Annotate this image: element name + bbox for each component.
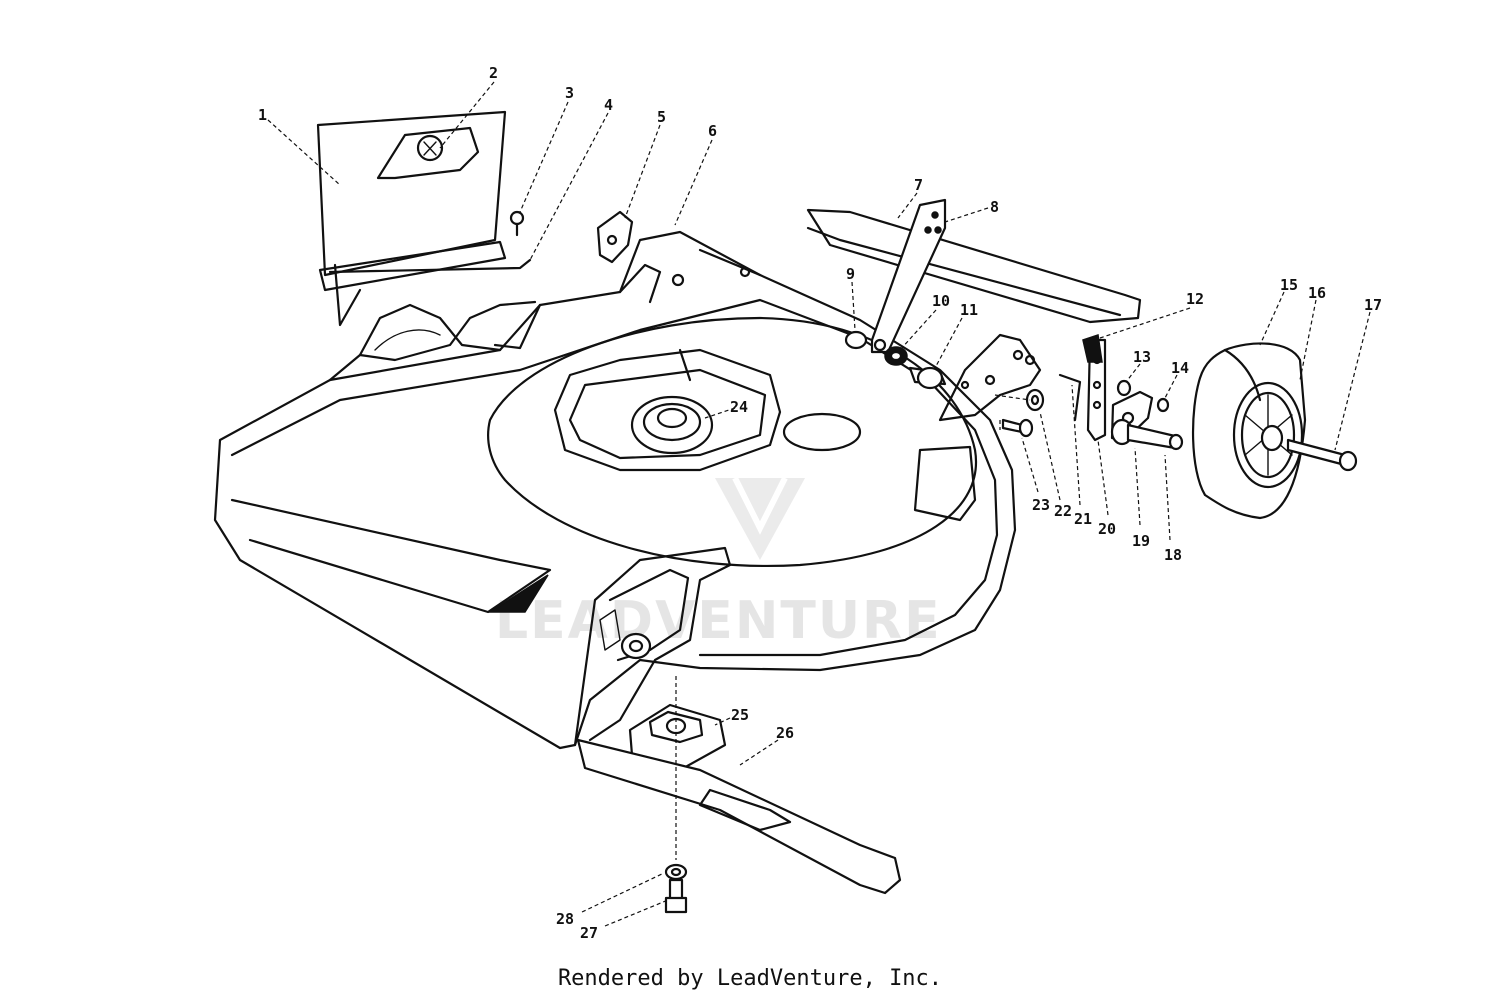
- wheel-bolt: [1286, 438, 1358, 472]
- callout-18: 18: [1164, 546, 1182, 564]
- callout-1: 1: [258, 106, 267, 124]
- watermark-logo: LEADVENTURE: [495, 476, 942, 651]
- callout-14: 14: [1171, 359, 1189, 377]
- blade: [576, 738, 902, 895]
- callout-15: 15: [1280, 276, 1298, 294]
- callout-3: 3: [565, 84, 574, 102]
- shoulder-bolt: [1001, 418, 1034, 438]
- blade-adapter-mount: [553, 348, 782, 472]
- callout-20: 20: [1098, 520, 1116, 538]
- washer-14: [1156, 397, 1170, 413]
- callout-22: 22: [1054, 502, 1072, 520]
- callout-10: 10: [932, 292, 950, 310]
- callout-6: 6: [708, 122, 717, 140]
- callout-13: 13: [1133, 348, 1151, 366]
- callout-11: 11: [960, 301, 978, 319]
- callout-16: 16: [1308, 284, 1326, 302]
- callout-27: 27: [580, 924, 598, 942]
- callout-21: 21: [1074, 510, 1092, 528]
- mower-deck-exploded-view: LEADVENTURE: [213, 64, 1382, 942]
- footer-credit: Rendered by LeadVenture, Inc.: [557, 966, 943, 991]
- watermark-text: LEADVENTURE: [495, 591, 942, 651]
- callout-7: 7: [914, 176, 923, 194]
- callout-12: 12: [1186, 290, 1204, 308]
- callout-8: 8: [990, 198, 999, 216]
- callout-labels: 1 2 3 4 5 6 7 8 9 10 11 12 13 14 15 16 1…: [258, 64, 1382, 942]
- callout-19: 19: [1132, 532, 1150, 550]
- callout-4: 4: [604, 96, 613, 114]
- callout-2: 2: [489, 64, 498, 82]
- hinge-rod: [328, 258, 532, 274]
- callout-24: 24: [730, 398, 748, 416]
- leader-lines: [267, 81, 1371, 927]
- callout-25: 25: [731, 706, 749, 724]
- nut-13: [1116, 379, 1132, 397]
- nut: [844, 330, 868, 350]
- decal: [376, 126, 480, 180]
- pivot-bolt: [908, 366, 947, 390]
- washer: [1025, 388, 1045, 412]
- axle-bolt: [1110, 418, 1184, 451]
- hinge-bracket: [596, 210, 634, 264]
- clip: [1082, 334, 1103, 363]
- wheel: [1191, 342, 1307, 520]
- screw: [509, 210, 525, 237]
- blade-washer: [664, 863, 688, 881]
- spring: [884, 346, 908, 366]
- callout-5: 5: [657, 108, 666, 126]
- rear-baffle: [806, 208, 1142, 324]
- adjuster-plate: [1086, 338, 1107, 442]
- callout-28: 28: [556, 910, 574, 928]
- callout-9: 9: [846, 265, 855, 283]
- spring-wire: [1058, 373, 1082, 422]
- callout-17: 17: [1364, 296, 1382, 314]
- rear-flap: [316, 110, 507, 327]
- blade-bolt: [664, 878, 688, 914]
- callout-23: 23: [1032, 496, 1050, 514]
- callout-26: 26: [776, 724, 794, 742]
- deck-housing: [213, 230, 1042, 750]
